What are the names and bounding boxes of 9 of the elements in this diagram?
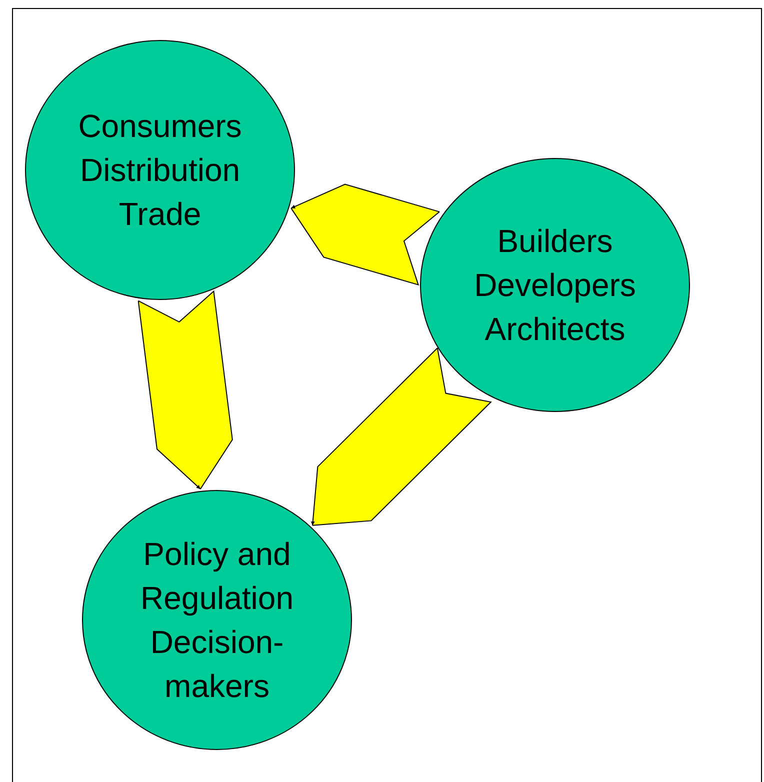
chevron-arrow [310, 348, 492, 526]
node-label: Builders Developers Architects [473, 222, 637, 349]
ellipse-node [25, 40, 295, 300]
node-label: Policy and Regulation Decision-makers [140, 535, 294, 706]
ellipse-node [420, 158, 690, 412]
chevron-arrow [290, 184, 440, 286]
ellipse-node [82, 490, 352, 750]
chevron-arrow [138, 290, 233, 490]
node-label: Consumers Distribution Trade [77, 107, 243, 234]
